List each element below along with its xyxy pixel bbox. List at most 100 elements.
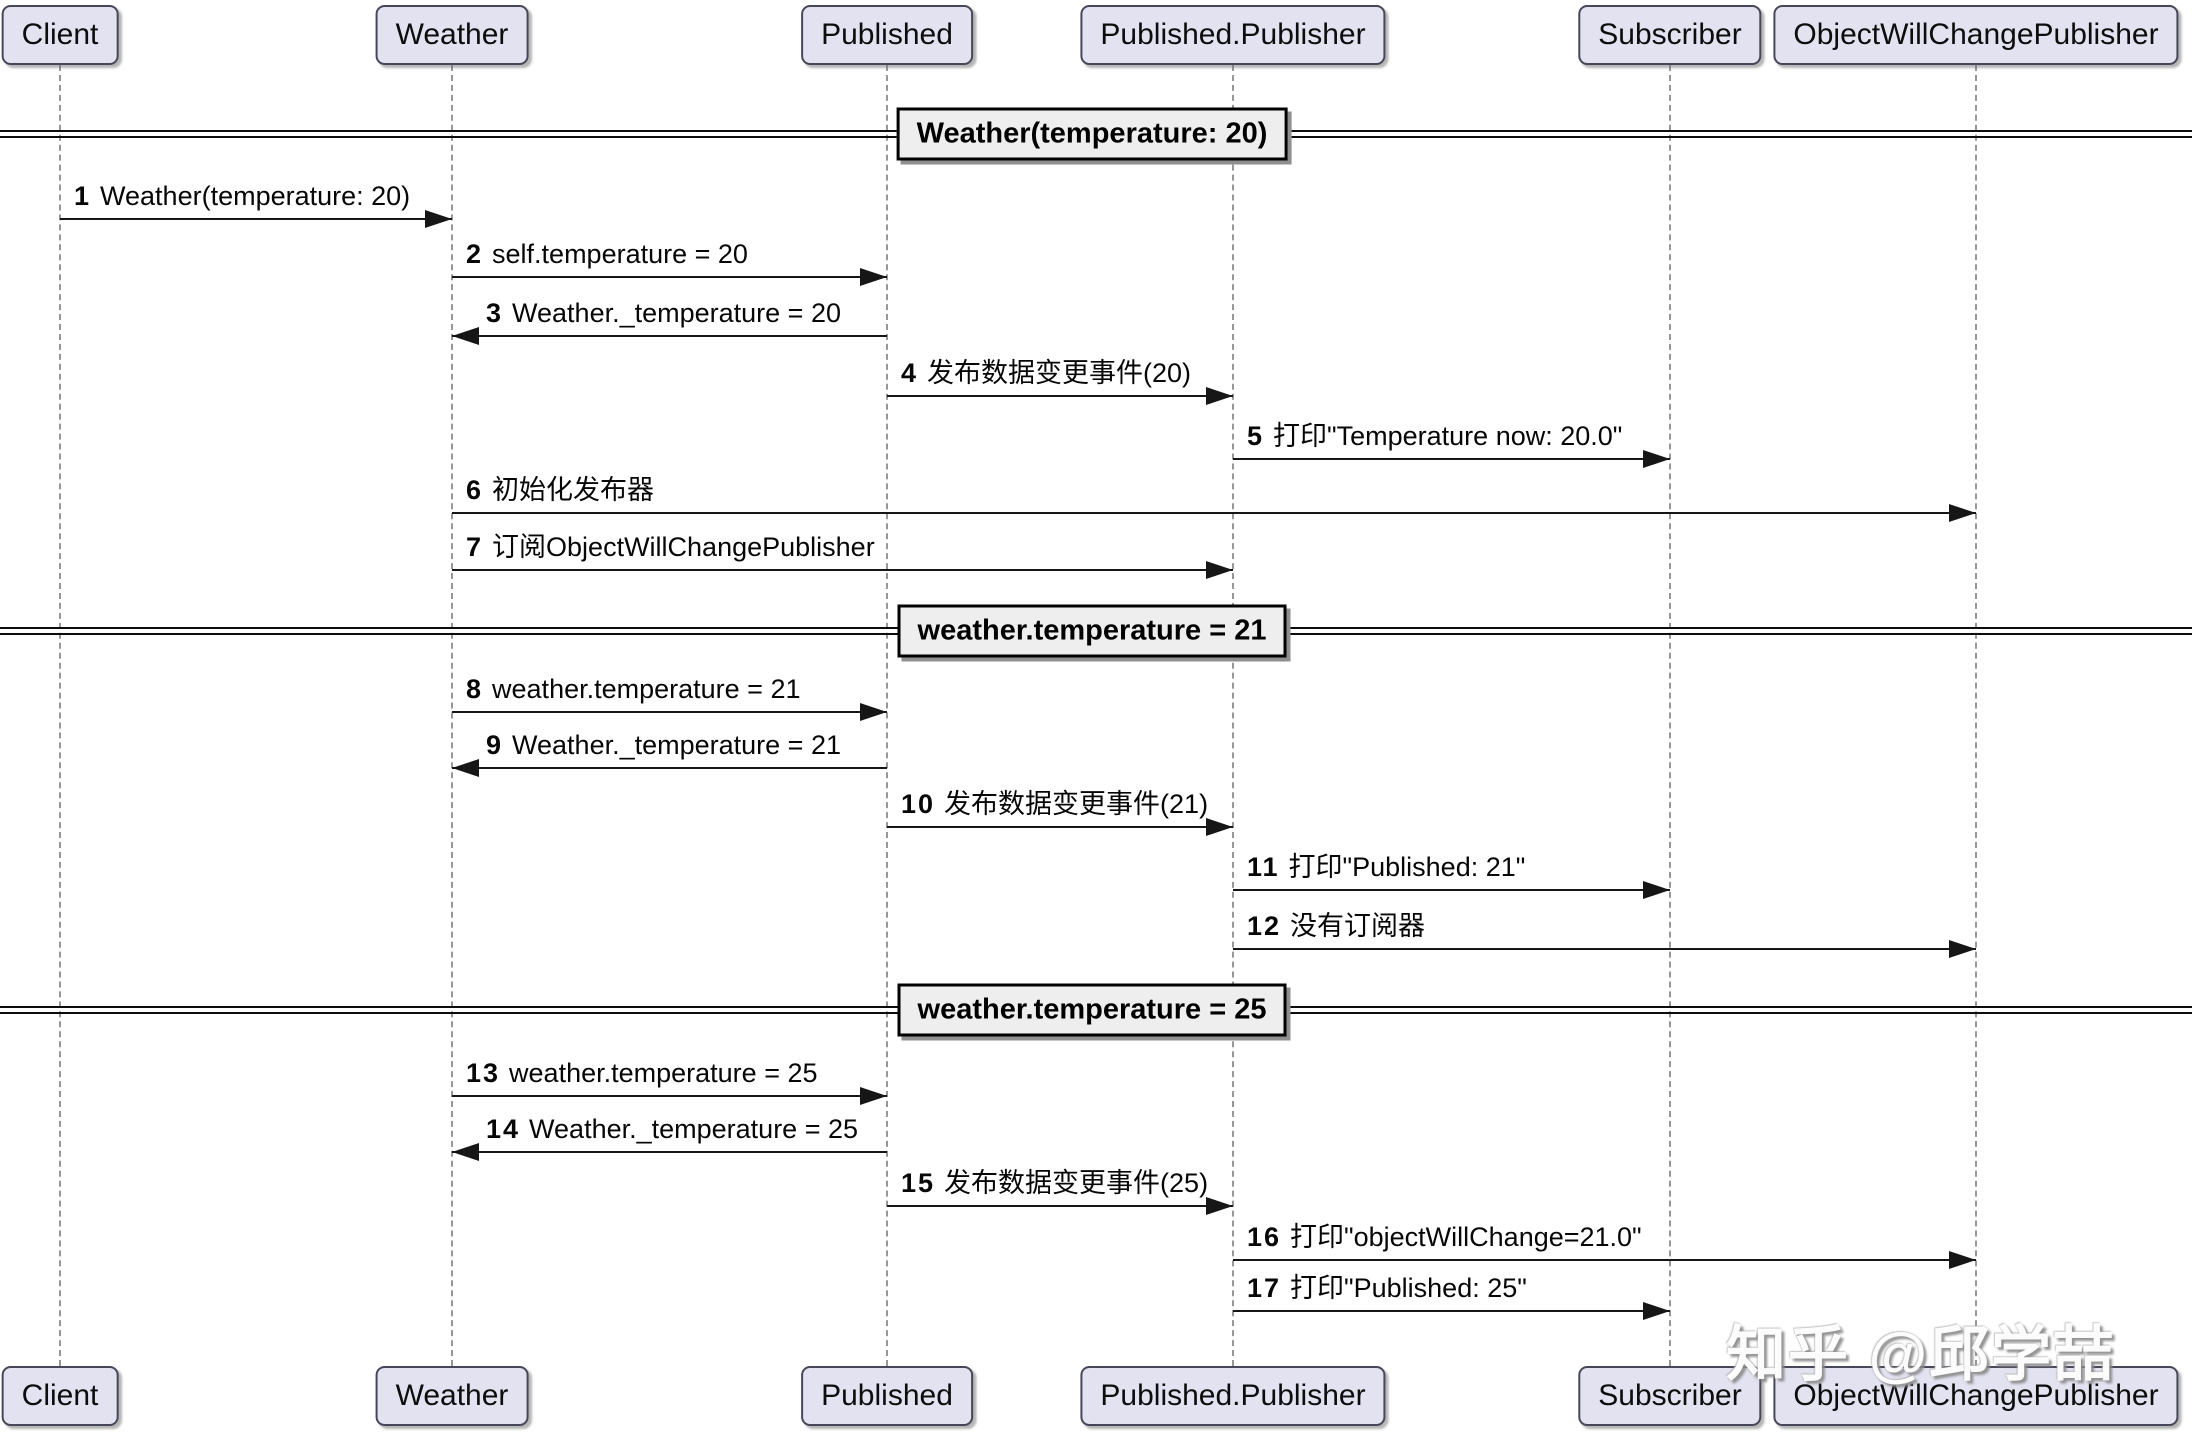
message-10-label: 10 发布数据变更事件(21) <box>901 786 1208 822</box>
message-9-text: Weather._temperature = 21 <box>512 730 841 760</box>
message-17-arrowhead-icon <box>1643 1302 1670 1320</box>
watermark: 知乎 @邱学喆 <box>1726 1321 2116 1388</box>
message-16-line <box>1233 1259 1976 1261</box>
message-14-text: Weather._temperature = 25 <box>529 1114 859 1144</box>
message-12-label: 12 没有订阅器 <box>1247 908 1425 944</box>
message-16-arrowhead-icon <box>1949 1251 1976 1269</box>
participant-top-weather: Weather <box>375 5 529 65</box>
message-15-line <box>887 1205 1233 1207</box>
message-5-text: 打印"Temperature now: 20.0" <box>1273 421 1623 451</box>
message-3-label: 3 Weather._temperature = 20 <box>486 295 841 331</box>
message-16-text: 打印"objectWillChange=21.0" <box>1290 1222 1642 1252</box>
message-7-number: 7 <box>466 532 484 562</box>
participant-bottom-subscriber: Subscriber <box>1578 1366 1762 1426</box>
message-6-line <box>452 512 1976 514</box>
message-7-text: 订阅ObjectWillChangePublisher <box>492 532 875 562</box>
participant-bottom-published: Published <box>801 1366 973 1426</box>
message-9-label: 9 Weather._temperature = 21 <box>486 727 841 763</box>
message-7-arrowhead-icon <box>1206 561 1233 579</box>
message-15-arrowhead-icon <box>1206 1197 1233 1215</box>
message-11-number: 11 <box>1247 852 1280 882</box>
participant-bottom-published_publisher: Published.Publisher <box>1080 1366 1386 1426</box>
message-17-line <box>1233 1310 1670 1312</box>
participant-top-published: Published <box>801 5 973 65</box>
participant-top-object_will_change_publisher: ObjectWillChangePublisher <box>1773 5 2179 65</box>
message-11-arrowhead-icon <box>1643 881 1670 899</box>
message-1-number: 1 <box>74 181 92 211</box>
participant-top-client: Client <box>1 5 119 65</box>
message-12-text: 没有订阅器 <box>1290 911 1426 941</box>
message-8-arrowhead-icon <box>860 703 887 721</box>
message-14-label: 14 Weather._temperature = 25 <box>486 1111 858 1147</box>
section-divider-3: weather.temperature = 25 <box>897 983 1287 1037</box>
message-10-arrowhead-icon <box>1206 818 1233 836</box>
message-4-arrowhead-icon <box>1206 387 1233 405</box>
message-17-label: 17 打印"Published: 25" <box>1247 1270 1527 1306</box>
lifeline-object_will_change_publisher <box>1975 65 1977 1366</box>
message-8-line <box>452 711 887 713</box>
message-4-text: 发布数据变更事件(20) <box>927 358 1192 388</box>
message-10-number: 10 <box>901 789 936 819</box>
message-9-number: 9 <box>486 730 504 760</box>
message-13-number: 13 <box>466 1058 501 1088</box>
message-16-label: 16 打印"objectWillChange=21.0" <box>1247 1219 1642 1255</box>
message-15-label: 15 发布数据变更事件(25) <box>901 1165 1208 1201</box>
message-11-line <box>1233 889 1670 891</box>
message-5-number: 5 <box>1247 421 1265 451</box>
message-3-text: Weather._temperature = 20 <box>512 298 841 328</box>
message-14-number: 14 <box>486 1114 521 1144</box>
message-2-arrowhead-icon <box>860 268 887 286</box>
message-15-text: 发布数据变更事件(25) <box>944 1168 1209 1198</box>
message-8-text: weather.temperature = 21 <box>492 674 801 704</box>
message-12-arrowhead-icon <box>1949 940 1976 958</box>
participant-top-published_publisher: Published.Publisher <box>1080 5 1386 65</box>
section-divider-2: weather.temperature = 21 <box>897 604 1287 658</box>
lifeline-weather <box>451 65 453 1366</box>
lifeline-published <box>886 65 888 1366</box>
message-5-line <box>1233 458 1670 460</box>
message-9-arrowhead-icon <box>452 759 479 777</box>
message-3-line <box>452 335 887 337</box>
message-9-line <box>452 767 887 769</box>
message-10-line <box>887 826 1233 828</box>
message-2-text: self.temperature = 20 <box>492 239 748 269</box>
message-2-line <box>452 276 887 278</box>
participant-top-subscriber: Subscriber <box>1578 5 1762 65</box>
message-10-text: 发布数据变更事件(21) <box>944 789 1209 819</box>
message-13-label: 13 weather.temperature = 25 <box>466 1055 818 1091</box>
message-1-line <box>60 218 452 220</box>
message-17-text: 打印"Published: 25" <box>1290 1273 1527 1303</box>
message-13-arrowhead-icon <box>860 1087 887 1105</box>
participant-bottom-client: Client <box>1 1366 119 1426</box>
message-6-arrowhead-icon <box>1949 504 1976 522</box>
message-3-number: 3 <box>486 298 504 328</box>
message-3-arrowhead-icon <box>452 327 479 345</box>
participant-bottom-weather: Weather <box>375 1366 529 1426</box>
message-8-number: 8 <box>466 674 484 704</box>
lifeline-client <box>59 65 61 1366</box>
message-16-number: 16 <box>1247 1222 1282 1252</box>
message-4-number: 4 <box>901 358 919 388</box>
message-2-number: 2 <box>466 239 484 269</box>
message-5-label: 5 打印"Temperature now: 20.0" <box>1247 418 1622 454</box>
message-7-line <box>452 569 1233 571</box>
message-6-text: 初始化发布器 <box>492 475 655 505</box>
lifeline-subscriber <box>1669 65 1671 1366</box>
message-15-number: 15 <box>901 1168 936 1198</box>
message-2-label: 2 self.temperature = 20 <box>466 236 748 272</box>
participant-bottom-object_will_change_publisher: ObjectWillChangePublisher <box>1773 1366 2179 1426</box>
message-13-line <box>452 1095 887 1097</box>
section-divider-1: Weather(temperature: 20) <box>896 107 1288 161</box>
message-8-label: 8 weather.temperature = 21 <box>466 671 800 707</box>
message-12-line <box>1233 948 1976 950</box>
message-13-text: weather.temperature = 25 <box>509 1058 818 1088</box>
lifeline-published_publisher <box>1232 65 1234 1366</box>
message-7-label: 7 订阅ObjectWillChangePublisher <box>466 529 875 565</box>
message-5-arrowhead-icon <box>1643 450 1670 468</box>
message-4-line <box>887 395 1233 397</box>
message-4-label: 4 发布数据变更事件(20) <box>901 355 1191 391</box>
message-12-number: 12 <box>1247 911 1282 941</box>
message-17-number: 17 <box>1247 1273 1282 1303</box>
